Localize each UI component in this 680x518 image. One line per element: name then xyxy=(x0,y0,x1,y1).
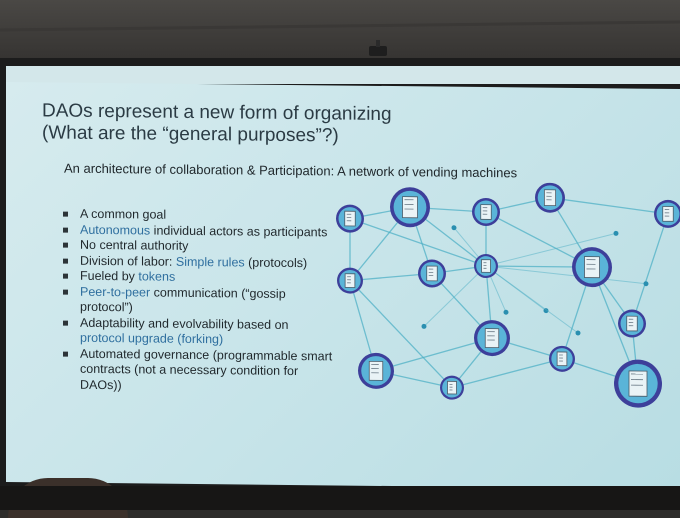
slide-title: DAOs represent a new form of organizing … xyxy=(42,100,392,148)
vending-machine-icon xyxy=(337,267,363,293)
vending-machine-body xyxy=(627,316,638,331)
vending-machine-icon xyxy=(654,200,680,228)
bullet-marker xyxy=(63,212,68,217)
highlighted-term: tokens xyxy=(138,269,175,283)
slide-top-band xyxy=(6,66,680,84)
bullet-item: Automated governance (programmable smart… xyxy=(61,346,336,395)
vending-machine-body xyxy=(481,205,492,220)
room-ceiling xyxy=(0,0,680,62)
network-edge xyxy=(452,358,562,389)
vending-machine-body xyxy=(663,207,674,222)
bullet-text: individual actors as participants xyxy=(150,223,327,239)
vending-machine-body xyxy=(482,260,491,273)
network-junction xyxy=(452,225,457,230)
vending-machine-icon xyxy=(418,259,446,287)
bullet-item: Peer-to-peer communication (“gossip prot… xyxy=(61,284,336,318)
bullet-text: A common goal xyxy=(80,207,166,222)
bullet-marker xyxy=(63,320,68,325)
vending-machine-body xyxy=(427,266,438,281)
bullet-marker xyxy=(63,258,68,263)
vending-machine-icon xyxy=(472,198,500,226)
bullet-marker xyxy=(63,351,68,356)
vending-machine-icon xyxy=(474,320,510,356)
projector-icon xyxy=(366,38,390,58)
network-junction xyxy=(504,310,509,315)
bullet-marker xyxy=(63,274,68,279)
vending-machine-icon xyxy=(549,346,575,372)
bullet-text: Adaptability and evolvability based on xyxy=(80,315,288,331)
highlighted-term: protocol upgrade (forking) xyxy=(80,331,223,346)
bullet-text: (protocols) xyxy=(245,255,308,270)
network-junction xyxy=(614,231,619,236)
bullet-marker xyxy=(63,227,68,232)
presentation-slide: DAOs represent a new form of organizing … xyxy=(6,82,680,489)
vending-machine-icon xyxy=(440,376,464,400)
vending-machine-body xyxy=(448,381,457,394)
vending-machine-icon xyxy=(572,247,612,287)
network-edge xyxy=(550,198,668,214)
vending-machine-body xyxy=(345,274,355,288)
bullet-marker xyxy=(63,243,68,248)
vending-machine-network-diagram xyxy=(316,180,680,454)
bullet-marker xyxy=(63,289,68,294)
vending-machine-icon xyxy=(390,187,430,227)
highlighted-term: Peer-to-peer xyxy=(80,284,150,299)
bullet-item: Adaptability and evolvability based on p… xyxy=(61,315,336,349)
vending-machine-icon xyxy=(614,359,662,408)
vending-machine-icon xyxy=(618,309,646,337)
bullet-text: No central authority xyxy=(80,238,188,253)
vending-machine-icon xyxy=(535,183,565,213)
slide-title-line-2: (What are the “general purposes”?) xyxy=(42,122,392,148)
vending-machine-body xyxy=(345,211,356,226)
vending-machine-icon xyxy=(358,353,394,389)
slide-subtitle: An architecture of collaboration & Parti… xyxy=(64,161,517,181)
vending-machine-body xyxy=(629,371,647,396)
vending-machine-body xyxy=(544,190,555,206)
room-floor-shadow xyxy=(0,486,680,510)
bullet-text: Automated governance (programmable smart… xyxy=(80,346,332,391)
vending-machine-icon xyxy=(336,204,364,232)
highlighted-term: Autonomous xyxy=(80,222,150,237)
network-edge xyxy=(632,214,668,324)
vending-machine-body xyxy=(557,352,567,366)
highlighted-term: Simple rules xyxy=(176,254,245,269)
bullet-text: Fueled by xyxy=(80,269,138,284)
network-junction xyxy=(576,330,581,335)
bullet-text: Division of labor: xyxy=(80,253,176,268)
network-edge xyxy=(486,266,646,284)
